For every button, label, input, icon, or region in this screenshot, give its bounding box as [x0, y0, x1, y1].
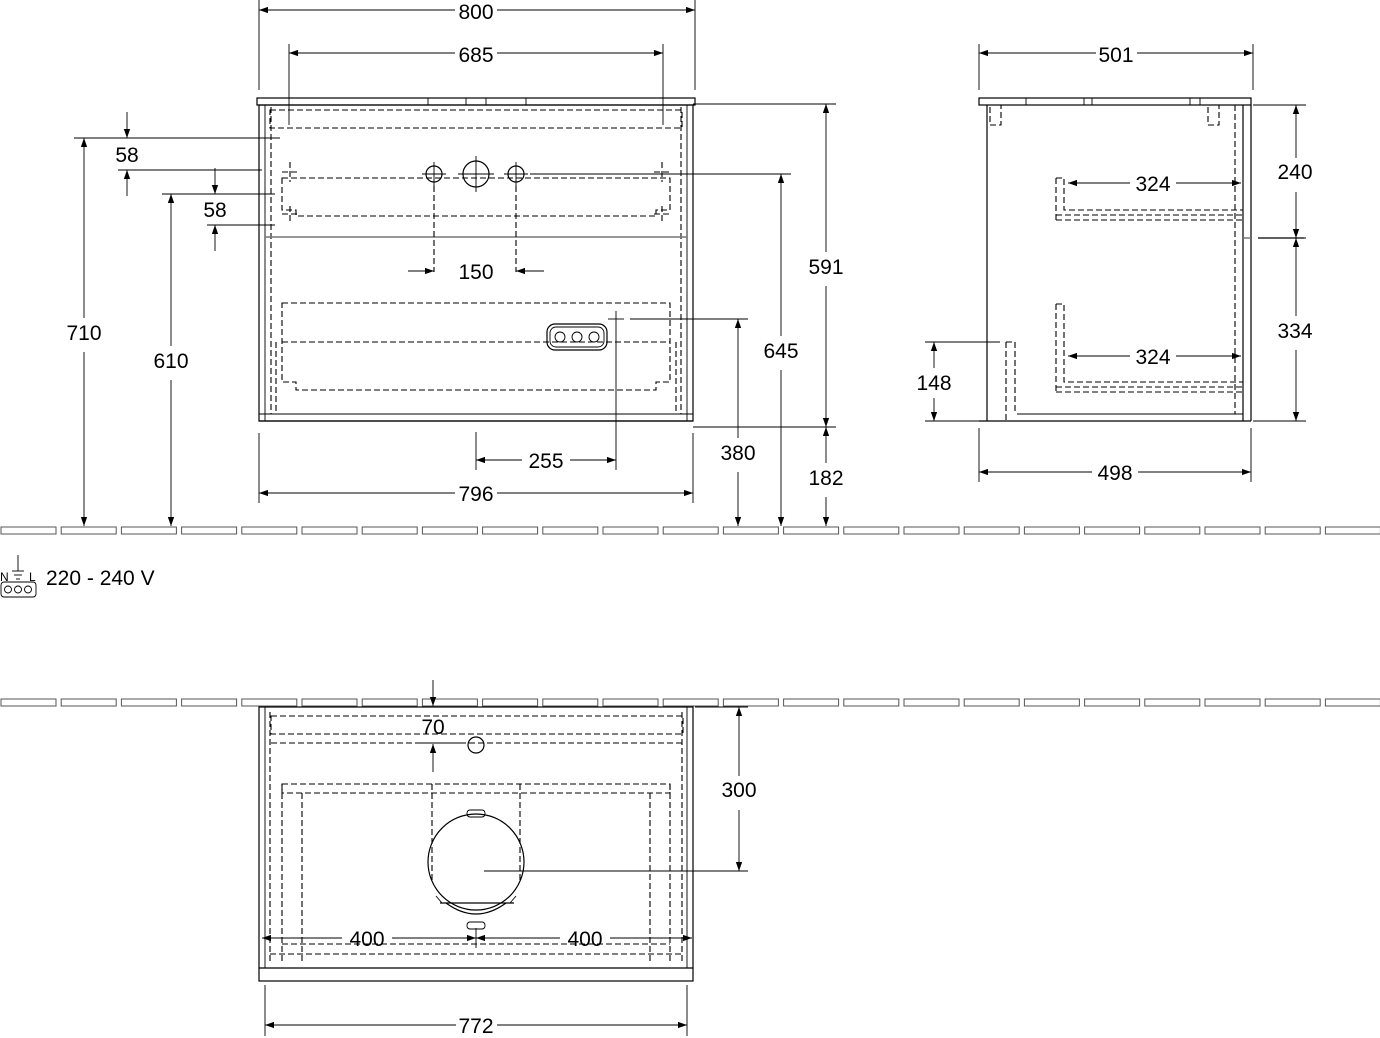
- dim-324-lower: 324: [1135, 346, 1170, 369]
- top-view: [258, 706, 694, 982]
- dim-796: 796: [458, 483, 493, 506]
- dim-645: 645: [763, 340, 798, 363]
- tap-hole-left: [422, 162, 446, 186]
- dim-710: 710: [66, 322, 101, 345]
- tap-hole-center: [458, 156, 494, 192]
- live-label: L: [29, 570, 36, 584]
- dim-380: 380: [720, 442, 755, 465]
- tap-hole-right: [504, 162, 528, 186]
- dim-334: 334: [1277, 320, 1312, 343]
- dim-148: 148: [916, 372, 951, 395]
- dim-610: 610: [153, 350, 188, 373]
- dimension-lines: [74, 0, 1306, 1036]
- dim-240: 240: [1277, 161, 1312, 184]
- dim-58-lower: 58: [203, 199, 226, 222]
- dim-400-left: 400: [349, 928, 384, 951]
- voltage-label: 220 - 240 V: [46, 567, 155, 590]
- electrical-symbol: [0, 555, 37, 598]
- neutral-label: N: [0, 570, 9, 584]
- dim-498: 498: [1097, 462, 1132, 485]
- siphon-cutout: [427, 809, 525, 930]
- wall-line: [0, 698, 1380, 707]
- dim-501: 501: [1098, 44, 1133, 67]
- dim-150: 150: [458, 261, 493, 284]
- dim-324-upper: 324: [1135, 173, 1170, 196]
- dim-58-upper: 58: [115, 144, 138, 167]
- dim-685: 685: [458, 44, 493, 67]
- dim-300: 300: [721, 779, 756, 802]
- floor-line: [0, 526, 1380, 535]
- dim-255: 255: [528, 450, 563, 473]
- dim-591: 591: [808, 256, 843, 279]
- dim-772: 772: [458, 1015, 493, 1038]
- dim-70: 70: [421, 716, 444, 739]
- front-view: [256, 97, 696, 422]
- dim-400-right: 400: [567, 928, 602, 951]
- side-view: [978, 97, 1252, 422]
- dim-800: 800: [458, 1, 493, 24]
- socket-outlet: [546, 323, 608, 351]
- dim-182: 182: [808, 467, 843, 490]
